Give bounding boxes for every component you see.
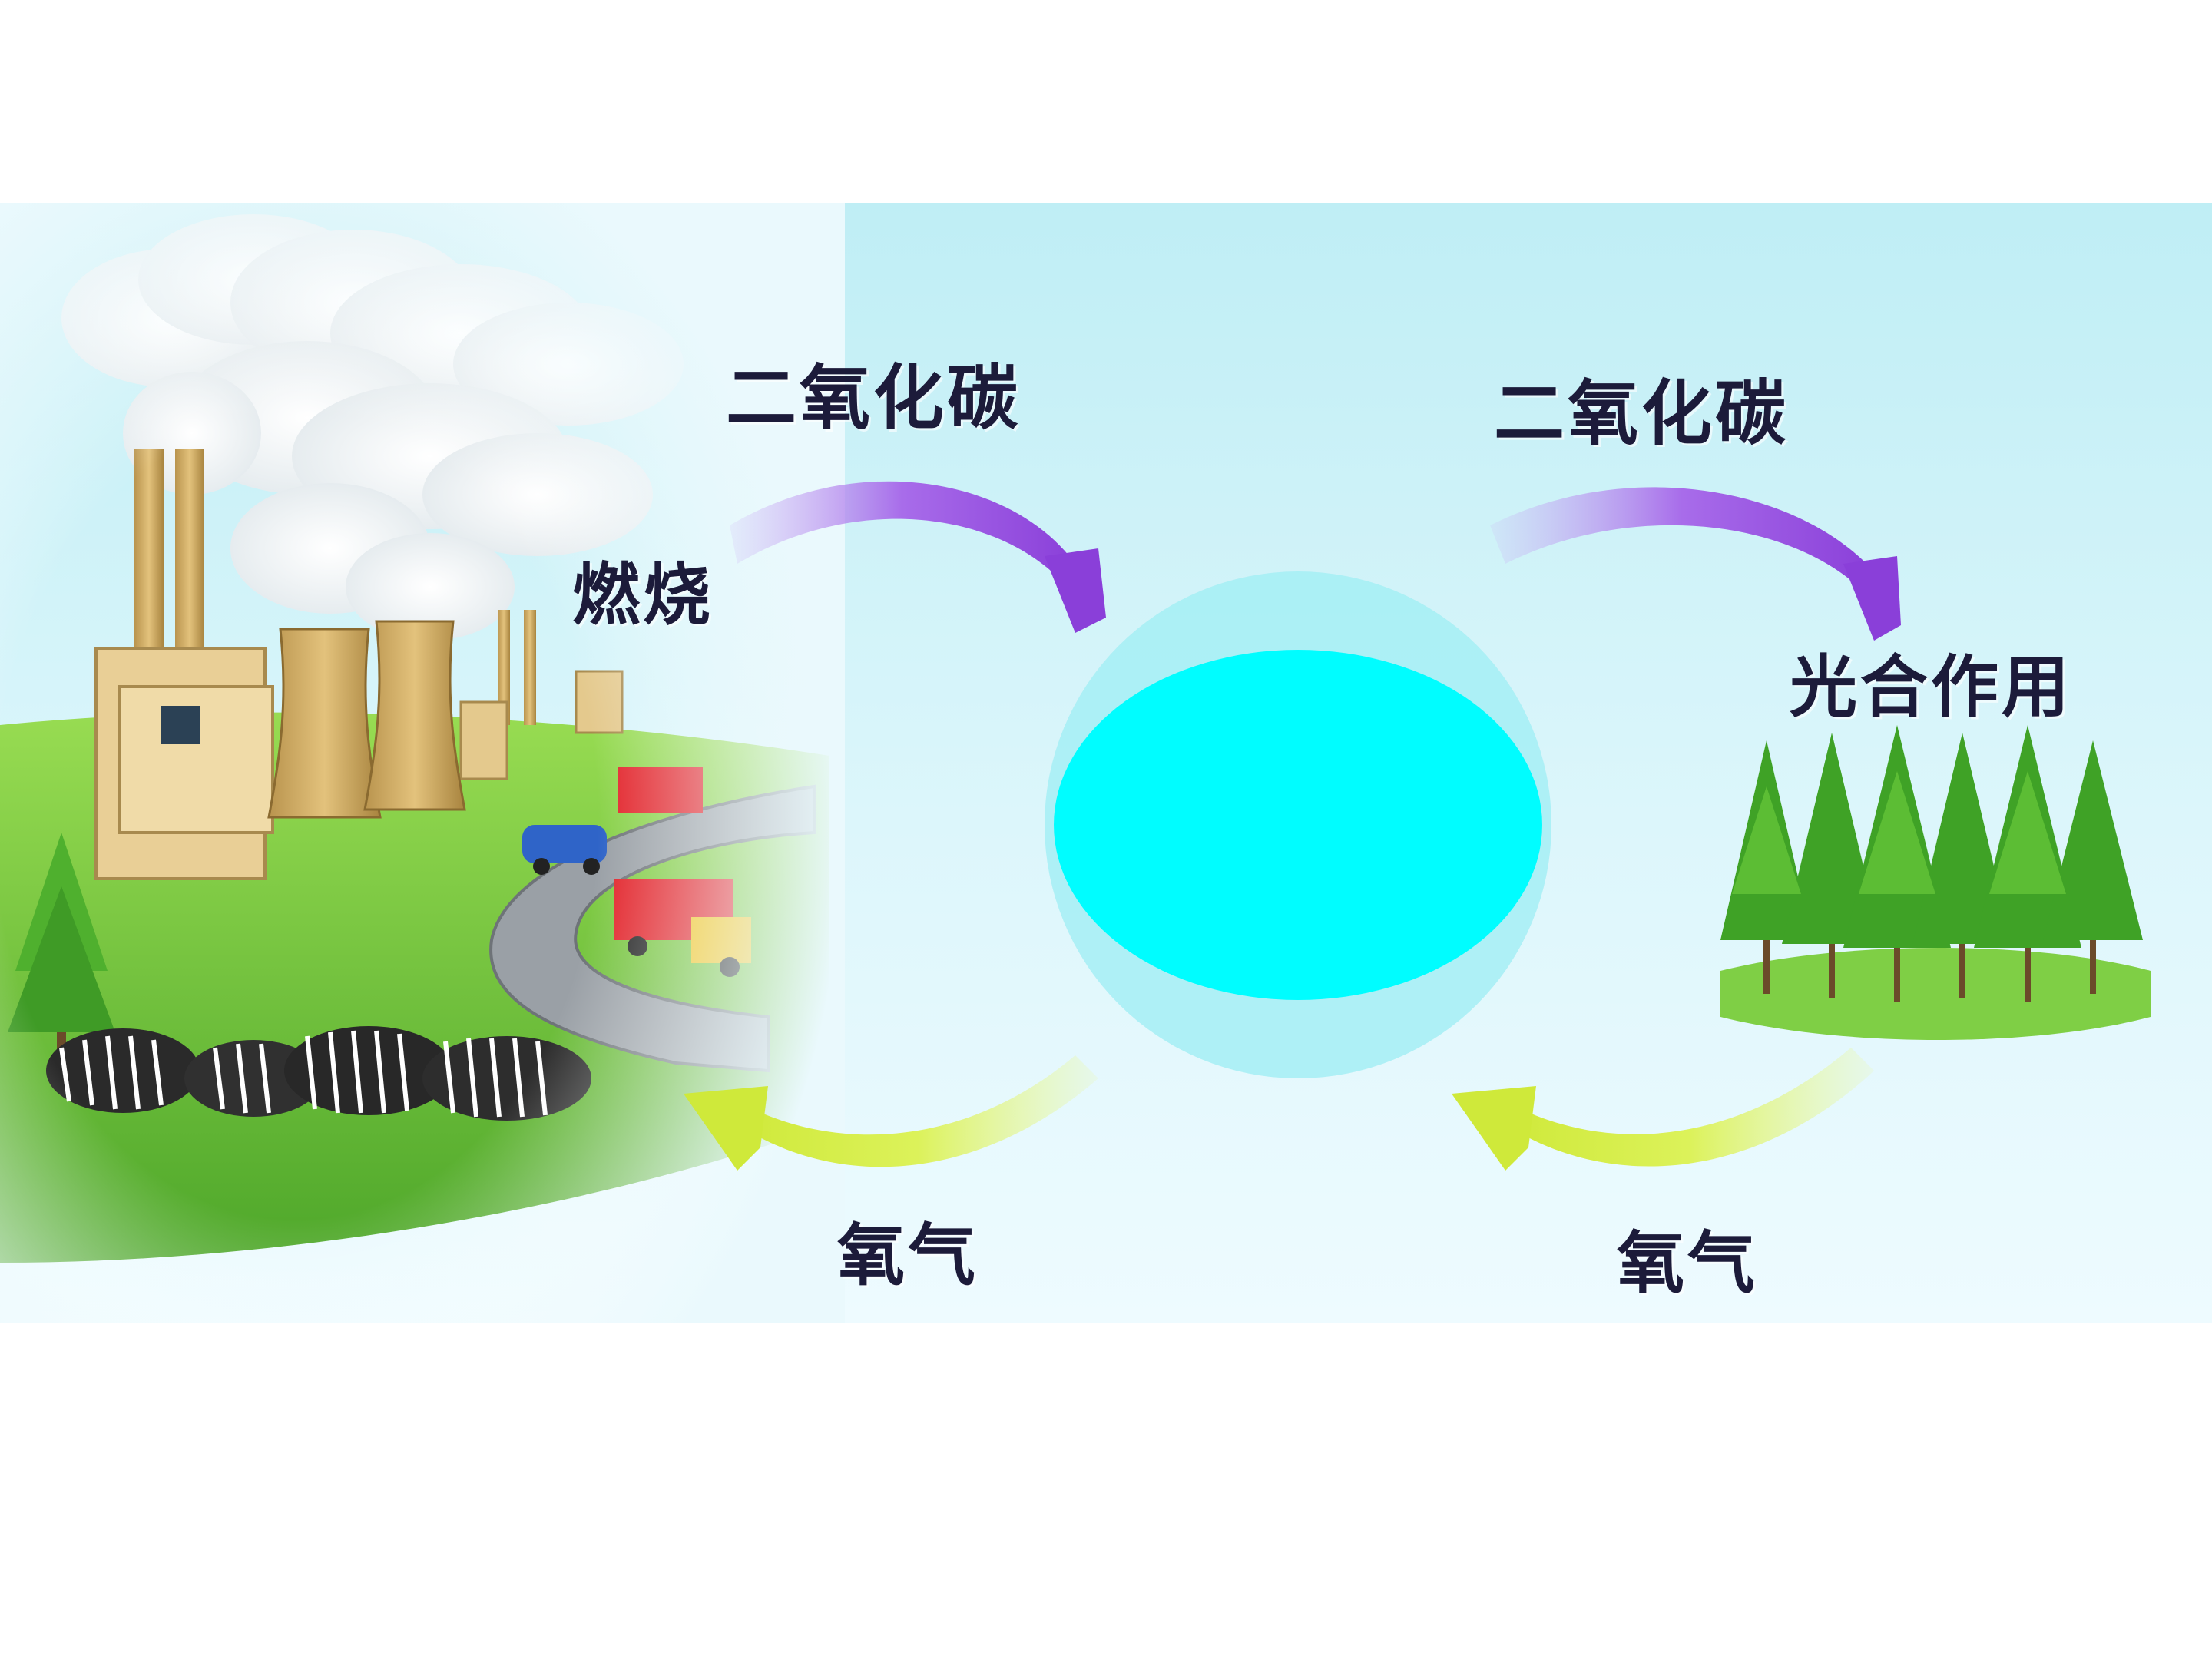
diagram-canvas xyxy=(0,203,2212,1323)
arrow-o2-left xyxy=(684,1055,1098,1171)
label-o2-right: 氧气 xyxy=(1617,1224,1759,1303)
arrow-co2-right xyxy=(1490,487,1901,641)
arrow-o2-right xyxy=(1452,1048,1874,1171)
label-o2-left: 氧气 xyxy=(837,1216,979,1295)
center-disc xyxy=(1054,650,1542,1000)
carbon-cycle-diagram: 二氧化碳 二氧化碳 燃烧 光合作用 氧气 氧气 xyxy=(0,203,2212,1323)
forest-icon xyxy=(1720,725,2151,1040)
scene-fade xyxy=(0,203,845,1323)
arrow-co2-left xyxy=(730,481,1106,633)
label-photosynthesis: 光合作用 xyxy=(1790,647,2073,727)
factory-scene xyxy=(0,203,845,1323)
label-combustion: 燃烧 xyxy=(572,555,714,634)
label-co2-left: 二氧化碳 xyxy=(726,357,1022,439)
label-co2-right: 二氧化碳 xyxy=(1494,373,1790,455)
